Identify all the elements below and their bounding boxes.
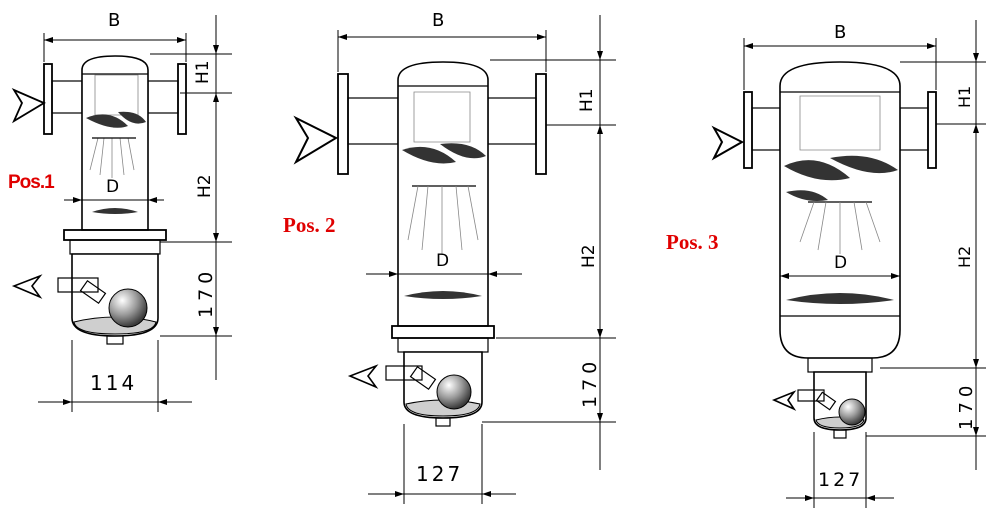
outlet-arrow-icon xyxy=(11,274,43,299)
dim-170-label: 170 xyxy=(195,267,217,318)
dim-170-label: 170 xyxy=(579,357,601,408)
dim-d-label: D xyxy=(106,177,119,197)
outlet-arrow-icon xyxy=(347,364,379,389)
separator-pos-3: B H1 H2 170 D 127 xyxy=(711,20,986,508)
separator-pos-1: B H1 H2 170 D 114 xyxy=(11,10,232,412)
outlet-arrow-icon xyxy=(771,390,797,411)
float-ball-icon xyxy=(108,288,148,328)
dim-b-label: B xyxy=(108,10,120,31)
dim-h1-label: H1 xyxy=(577,88,597,112)
dim-170-label: 170 xyxy=(956,381,977,430)
dim-b-label: B xyxy=(432,10,444,31)
position-1-label: Pos.1 xyxy=(8,172,55,193)
inlet-arrow-icon xyxy=(11,88,46,124)
dim-d-label: D xyxy=(834,253,847,273)
dim-h1-label: H1 xyxy=(193,60,213,84)
dim-h2-label: H2 xyxy=(195,174,215,198)
dim-h2-label: H2 xyxy=(955,246,974,268)
float-ball-icon xyxy=(838,398,866,426)
inlet-arrow-icon xyxy=(293,115,339,165)
position-3-label: Pos. 3 xyxy=(666,230,719,254)
dim-b-label: B xyxy=(834,22,846,43)
dim-h2-label: H2 xyxy=(579,244,599,268)
dim-bottom-label: 114 xyxy=(90,371,137,395)
inlet-arrow-icon xyxy=(711,125,745,161)
dim-d-label: D xyxy=(436,251,449,271)
position-2-label: Pos. 2 xyxy=(283,213,336,237)
dim-h1-label: H1 xyxy=(955,86,974,108)
float-ball-icon xyxy=(436,374,472,410)
dim-bottom-label: 127 xyxy=(416,462,463,486)
separator-pos-2: B H1 H2 170 D 127 xyxy=(293,10,616,504)
dim-bottom-label: 127 xyxy=(818,469,863,491)
